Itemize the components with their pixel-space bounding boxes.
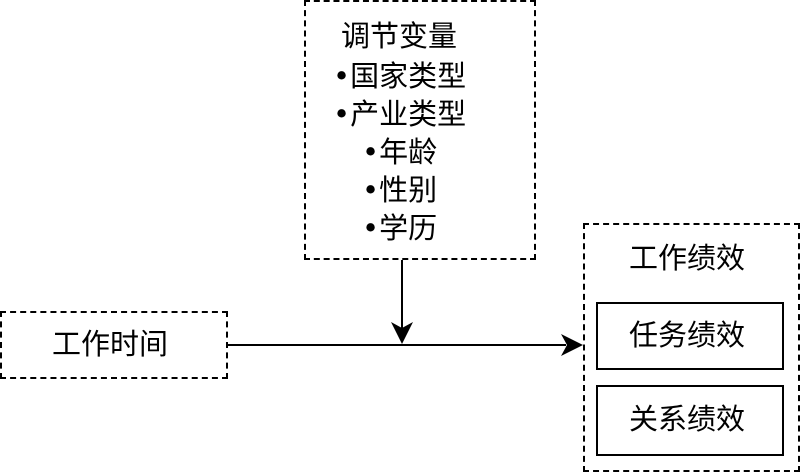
main-arrowhead-icon bbox=[561, 334, 583, 356]
independent-variable-box bbox=[0, 311, 228, 379]
moderator-item-industry-type: •产业类型 bbox=[333, 97, 467, 131]
moderator-title: 调节变量 bbox=[341, 19, 458, 53]
task-performance-box bbox=[596, 302, 784, 370]
task-performance-label: 任务绩效 bbox=[629, 318, 746, 352]
moderator-box bbox=[304, 0, 536, 260]
bullet-icon: • bbox=[362, 211, 380, 245]
bullet-icon: • bbox=[362, 173, 380, 207]
relational-performance-label: 关系绩效 bbox=[629, 402, 746, 436]
bullet-icon: • bbox=[333, 97, 351, 131]
dependent-variable-box bbox=[583, 223, 800, 472]
bullet-icon: • bbox=[362, 135, 380, 169]
moderator-item-age: •年龄 bbox=[362, 135, 438, 169]
dependent-variable-title: 工作绩效 bbox=[629, 241, 746, 275]
bullet-icon: • bbox=[333, 59, 351, 93]
relational-performance-box bbox=[596, 385, 784, 456]
moderator-item-gender: •性别 bbox=[362, 173, 438, 207]
moderator-arrowhead-icon bbox=[391, 322, 413, 344]
moderator-item-education: •学历 bbox=[362, 211, 438, 245]
independent-variable-label: 工作时间 bbox=[52, 327, 169, 361]
moderator-item-country-type: •国家类型 bbox=[333, 59, 467, 93]
